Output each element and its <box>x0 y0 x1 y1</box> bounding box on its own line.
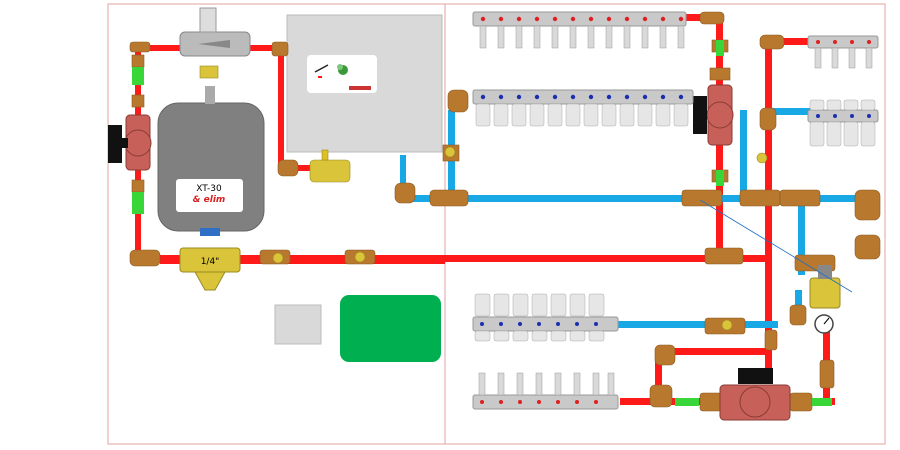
ball-valves[interactable] <box>199 65 768 331</box>
return-manifold-right[interactable] <box>807 109 879 123</box>
manifold-flow-meters <box>478 372 615 396</box>
manifold-actuators <box>475 103 689 127</box>
expansion-tank-icon[interactable] <box>157 86 265 236</box>
boiler-indicator <box>314 64 329 73</box>
manifold-ports <box>816 114 871 118</box>
manifold-ports <box>816 40 871 44</box>
manifold-actuators <box>809 99 876 147</box>
supply-manifold-top[interactable] <box>472 11 687 27</box>
manifold-ports <box>480 322 598 326</box>
leaf-logo-icon <box>337 64 348 75</box>
manifold-flow-meters <box>814 47 873 69</box>
right-frame <box>444 3 886 445</box>
supply-manifold-right[interactable] <box>807 35 879 49</box>
manifold-ports <box>480 400 598 404</box>
strainer[interactable] <box>179 247 241 291</box>
air-separator[interactable] <box>179 7 251 57</box>
boiler-indicator-dot <box>318 76 322 78</box>
manifold-ports <box>480 94 684 100</box>
green-control-box[interactable] <box>340 295 441 362</box>
supply-manifold-bottom[interactable] <box>472 394 619 410</box>
tank-model-label: XT-30 <box>196 184 222 194</box>
manifold-flow-meters <box>479 25 685 49</box>
manifold-actuators <box>474 293 605 342</box>
manifold-ports <box>480 16 684 22</box>
temperature-gauge-icon <box>814 314 834 334</box>
strainer-size-label: 1/4" <box>201 257 220 267</box>
circulator-pump-icon[interactable] <box>693 84 734 146</box>
union-couplings <box>132 40 832 406</box>
control-box[interactable] <box>274 304 322 345</box>
sensor-wire <box>699 199 853 293</box>
tank-brand-label: & elim <box>193 195 226 205</box>
boiler-brand-strip <box>349 86 371 90</box>
circulator-pump-icon[interactable] <box>719 368 791 421</box>
mixing-valve[interactable] <box>809 265 841 309</box>
return-manifold-mid[interactable] <box>472 89 694 105</box>
circulator-pump-icon[interactable] <box>108 114 152 171</box>
